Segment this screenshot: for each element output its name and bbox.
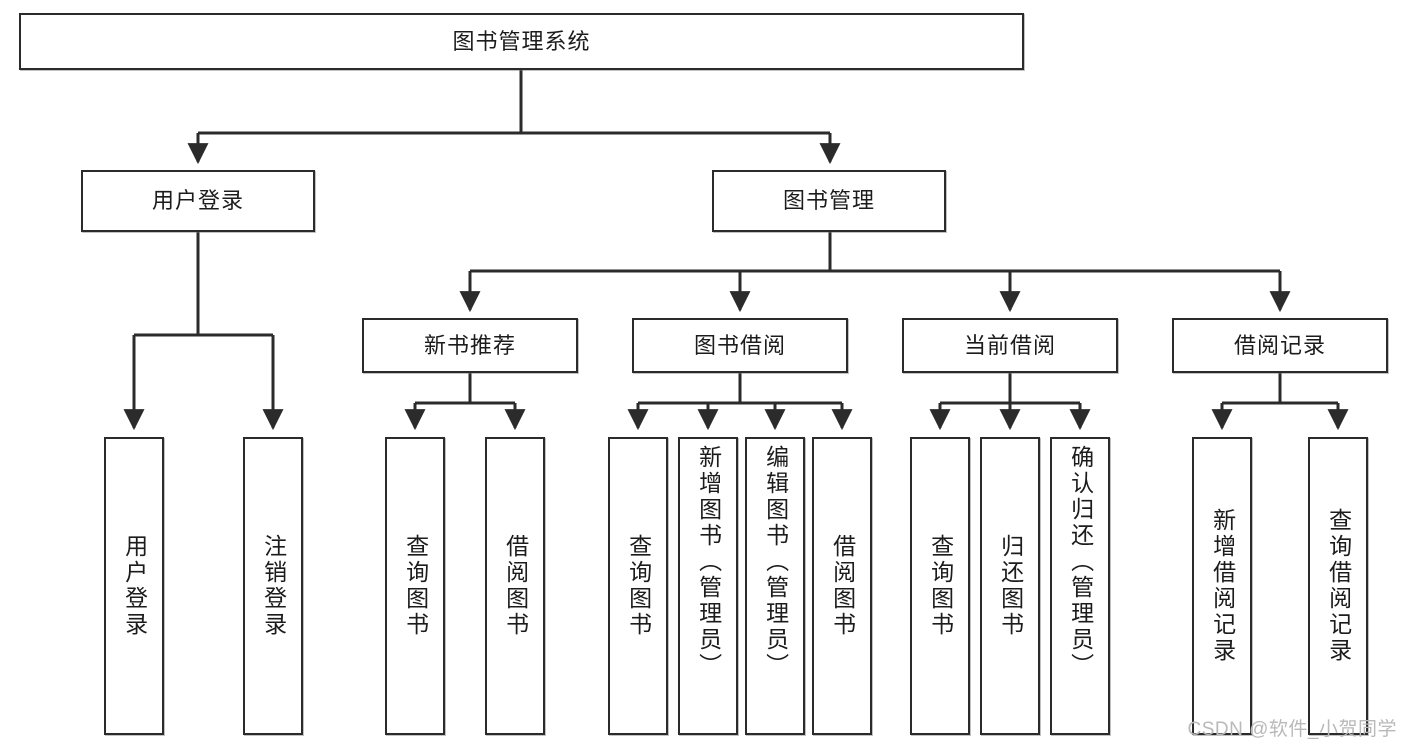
leaf-current-confirm-return-label: 确认归还（管理员） [1067,445,1094,679]
leaf-logout[interactable]: 注销登录 [243,437,303,735]
node-borrow-records-label: 借阅记录 [1233,332,1326,358]
leaf-current-confirm-return[interactable]: 确认归还（管理员） [1050,437,1110,735]
node-current-borrow[interactable]: 当前借阅 [902,318,1118,373]
leaf-logout-label: 注销登录 [260,534,287,638]
leaf-records-query-label: 查询借阅记录 [1325,508,1352,664]
leaf-current-return-label: 归还图书 [997,534,1024,638]
leaf-user-login[interactable]: 用户登录 [104,437,164,735]
node-user-login-label: 用户登录 [151,188,244,214]
leaf-current-query-label: 查询图书 [927,534,954,638]
leaf-borrow-borrow-book[interactable]: 借阅图书 [812,437,872,735]
leaf-new-book-query[interactable]: 查询图书 [385,437,445,735]
leaf-borrow-edit-book[interactable]: 编辑图书（管理员） [745,437,805,735]
leaf-records-query[interactable]: 查询借阅记录 [1308,437,1368,735]
node-book-management[interactable]: 图书管理 [712,170,946,232]
leaf-borrow-query[interactable]: 查询图书 [608,437,668,735]
leaf-borrow-edit-book-label: 编辑图书（管理员） [762,445,789,679]
leaf-records-add[interactable]: 新增借阅记录 [1192,437,1252,735]
leaf-new-book-query-label: 查询图书 [402,534,429,638]
node-new-book-recommend-label: 新书推荐 [423,332,516,358]
leaf-current-query[interactable]: 查询图书 [910,437,970,735]
node-new-book-recommend[interactable]: 新书推荐 [362,318,578,373]
leaf-new-book-borrow[interactable]: 借阅图书 [485,437,545,735]
leaf-borrow-query-label: 查询图书 [625,534,652,638]
csdn-watermark: CSDN @软件_小贺同学 [1187,719,1397,740]
leaf-user-login-label: 用户登录 [121,534,148,638]
node-book-management-label: 图书管理 [782,188,875,214]
leaf-new-book-borrow-label: 借阅图书 [502,534,529,638]
node-root[interactable]: 图书管理系统 [19,13,1024,70]
leaf-borrow-add-book[interactable]: 新增图书（管理员） [678,437,738,735]
leaf-records-add-label: 新增借阅记录 [1209,508,1236,664]
node-borrow-records[interactable]: 借阅记录 [1172,318,1388,373]
leaf-borrow-add-book-label: 新增图书（管理员） [695,445,722,679]
node-root-label: 图书管理系统 [452,28,591,54]
node-book-borrow[interactable]: 图书借阅 [632,318,848,373]
node-current-borrow-label: 当前借阅 [963,332,1056,358]
leaf-current-return[interactable]: 归还图书 [980,437,1040,735]
leaf-borrow-borrow-book-label: 借阅图书 [829,534,856,638]
node-user-login[interactable]: 用户登录 [81,170,315,232]
node-book-borrow-label: 图书借阅 [693,332,786,358]
